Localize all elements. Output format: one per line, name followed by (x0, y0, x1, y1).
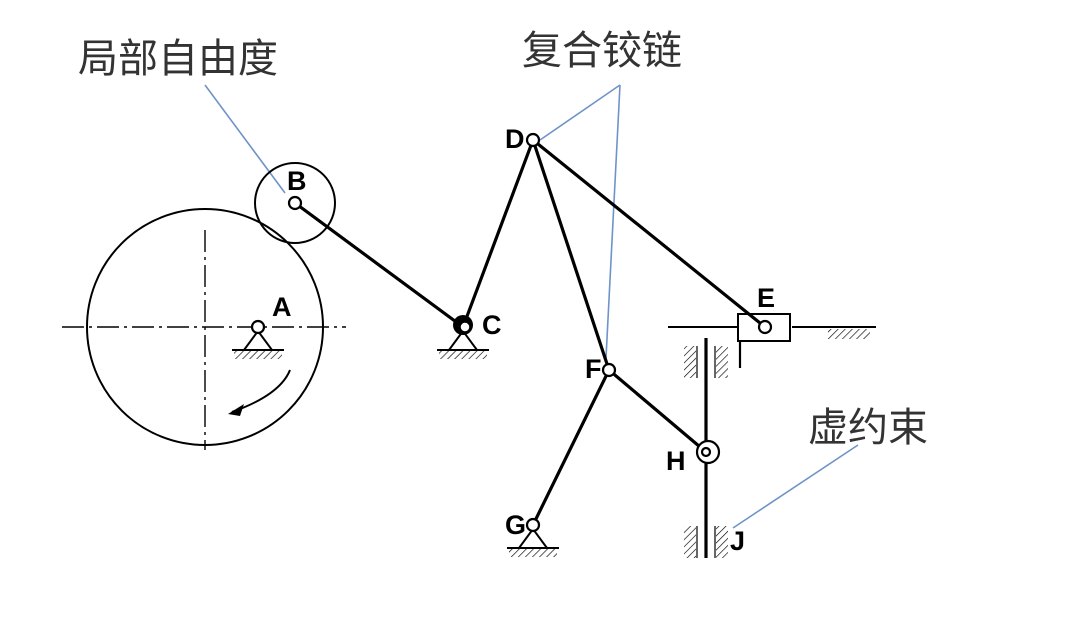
rotation-arrowhead (228, 404, 244, 416)
point-labels: A B C D E F G H J (272, 124, 775, 556)
annotation-compound-hinge: 复合铰链 (522, 28, 682, 74)
annotations: 局部自由度 复合铰链 虚约束 (78, 28, 928, 451)
callout-line-redundant (732, 444, 859, 529)
cam-wheel (62, 208, 346, 450)
guide-e (668, 313, 876, 368)
callout-line-hinge-d (539, 84, 621, 141)
support-a-hatch (234, 351, 282, 359)
support-c (437, 329, 489, 359)
ground-hatch-e (828, 329, 870, 339)
annotation-redundant-constraint: 虚约束 (808, 405, 928, 451)
callout-lines (204, 84, 859, 529)
joint-c-inner (459, 321, 471, 333)
guide-hatch-upper-left (684, 346, 696, 378)
support-c-hatch (439, 351, 487, 359)
joints (250, 132, 773, 533)
rotation-arrow (231, 369, 291, 413)
link-bc (293, 201, 465, 329)
label-b: B (287, 166, 307, 196)
support-g-hatch (509, 549, 557, 557)
label-f: F (585, 354, 602, 384)
ground-supports (232, 329, 559, 557)
link-df (531, 138, 611, 372)
annotation-local-dof: 局部自由度 (78, 36, 278, 82)
link-cd (461, 138, 535, 329)
label-d: D (505, 124, 525, 154)
support-a (232, 329, 284, 359)
joint-b (287, 195, 303, 211)
joint-g (525, 517, 541, 533)
guide-hatch-lower-right (716, 526, 728, 558)
support-g (507, 527, 559, 557)
guide-hatch-lower-left (684, 526, 696, 558)
callout-line-local-dof (204, 84, 286, 194)
link-fg (531, 368, 611, 527)
link-fh (607, 368, 708, 454)
label-c: C (482, 310, 502, 340)
joint-f (601, 362, 617, 378)
link-de (531, 138, 767, 329)
roller-b (254, 162, 336, 244)
joint-e (757, 319, 773, 335)
slider-e (737, 313, 791, 342)
links (293, 138, 767, 527)
label-h: H (666, 446, 686, 476)
callout-line-hinge-f (605, 84, 621, 359)
label-j: J (730, 526, 745, 556)
label-a: A (272, 292, 292, 322)
label-g: G (505, 510, 526, 540)
label-e: E (757, 283, 775, 313)
joint-a (250, 319, 266, 335)
guide-hatch-upper-right (716, 346, 728, 378)
joint-d (525, 132, 541, 148)
joint-h-inner (700, 446, 712, 458)
